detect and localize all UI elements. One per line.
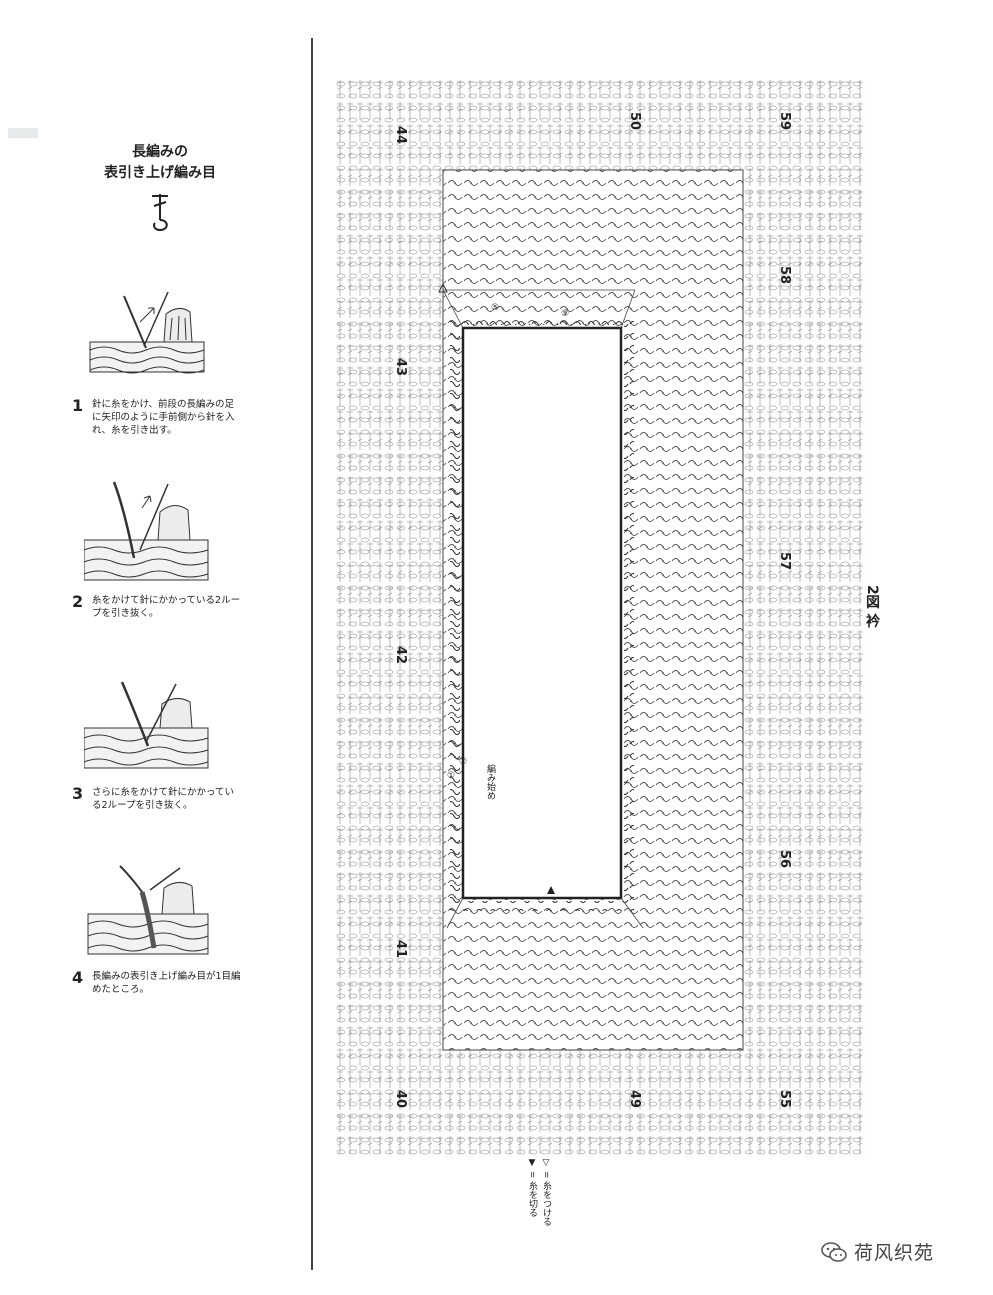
wechat-icon — [821, 1241, 847, 1262]
stitch-title-line1: 長編みの — [132, 144, 188, 160]
step-text: さらに糸をかけて針にかかっている2ループを引き抜く。 — [92, 787, 235, 811]
step-text: 糸をかけて針にかかっている2ループを引き抜く。 — [92, 595, 241, 619]
chart-legend: ▽ = 糸をつける ▼ = 糸を切る — [525, 1158, 553, 1226]
legend-attach-yarn: ▽ = 糸をつける — [541, 1158, 551, 1227]
page-divider — [311, 38, 313, 1270]
faint-edge-mark — [8, 128, 38, 138]
step-number: 3 — [72, 784, 84, 803]
stitch-title-line2: 表引き上げ編み目 — [104, 165, 216, 181]
motif-number-43: 43 — [393, 358, 408, 376]
motif-number-40: 40 — [393, 1090, 408, 1108]
motif-number-44: 44 — [393, 126, 408, 144]
motif-number-55: 55 — [777, 1090, 792, 1108]
motif-number-59: 59 — [777, 112, 792, 130]
legend-cut-yarn: ▼ = 糸を切る — [527, 1158, 537, 1218]
step-number: 2 — [72, 592, 84, 611]
step-number: 1 — [72, 396, 84, 415]
step-number: 4 — [72, 968, 84, 987]
motif-number-56: 56 — [777, 850, 792, 868]
step2-illustration — [84, 481, 209, 581]
motif-number-49: 49 — [627, 1090, 642, 1108]
row-marker-5: ⑤ — [491, 303, 499, 313]
motif-number-42: 42 — [393, 646, 408, 664]
motif-number-58: 58 — [777, 266, 792, 284]
collar-crochet-chart: 44 43 42 41 40 50 49 59 58 57 56 55 ① ② … — [335, 78, 865, 1156]
watermark-text: 荷风织苑 — [854, 1242, 935, 1264]
step4-illustration — [87, 865, 209, 955]
motif-number-50: 50 — [627, 112, 642, 130]
step-text: 針に糸をかけ、前段の長編みの足に矢印のように手前側から針を入れ、糸を引き出す。 — [92, 399, 235, 436]
start-label: 編み始め — [485, 764, 495, 800]
chart-title: 2図 衿 — [864, 585, 880, 628]
row-marker-1: ① — [447, 771, 455, 781]
motif-number-41: 41 — [393, 940, 408, 958]
stitch-title: 長編みの 表引き上げ編み目 — [60, 142, 260, 184]
row-marker-9: ⑨ — [561, 309, 569, 319]
step3-illustration — [84, 681, 209, 769]
front-post-dc-symbol-icon — [152, 194, 168, 232]
watermark: 荷风织苑 — [820, 1238, 934, 1265]
step-text: 長編みの表引き上げ編み目が1目編めたところ。 — [92, 971, 241, 995]
row-marker-2: ② — [459, 757, 467, 767]
step1-illustration — [89, 291, 205, 374]
stitch-instructions-panel: 長編みの 表引き上げ編み目 1 針に糸をかけ、前段の長編みの足に矢印のように手前… — [0, 0, 300, 1295]
motif-number-57: 57 — [777, 552, 792, 570]
